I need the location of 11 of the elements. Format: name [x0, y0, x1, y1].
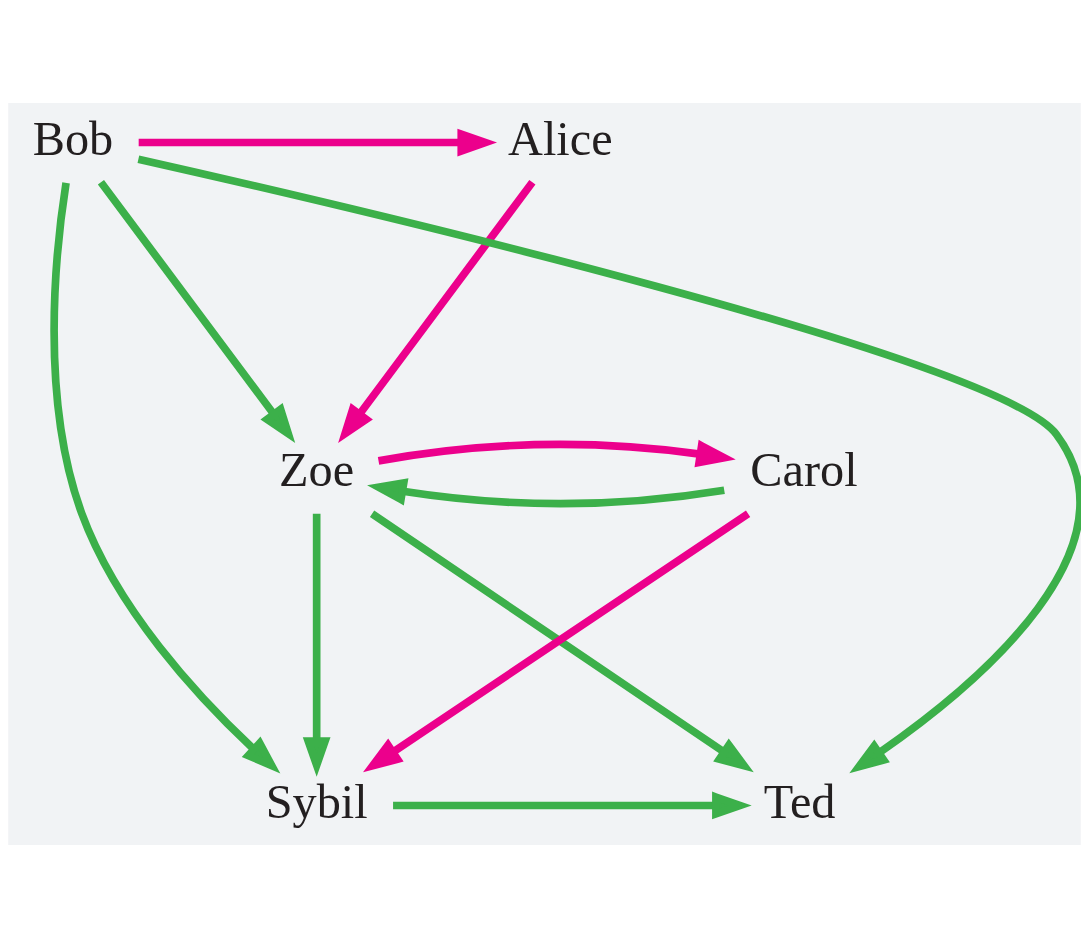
arrow — [137, 154, 1081, 773]
arrow — [377, 439, 736, 467]
node-text: Sybil — [265, 774, 368, 828]
arrow — [338, 179, 536, 443]
node-text: Zoe — [279, 442, 355, 496]
node-text: Ted — [763, 774, 836, 828]
node-text: Alice — [508, 111, 613, 165]
node-text: Bob — [32, 111, 114, 165]
node-text: Carol — [750, 442, 858, 496]
arrow — [97, 179, 296, 443]
arrow — [50, 181, 281, 774]
